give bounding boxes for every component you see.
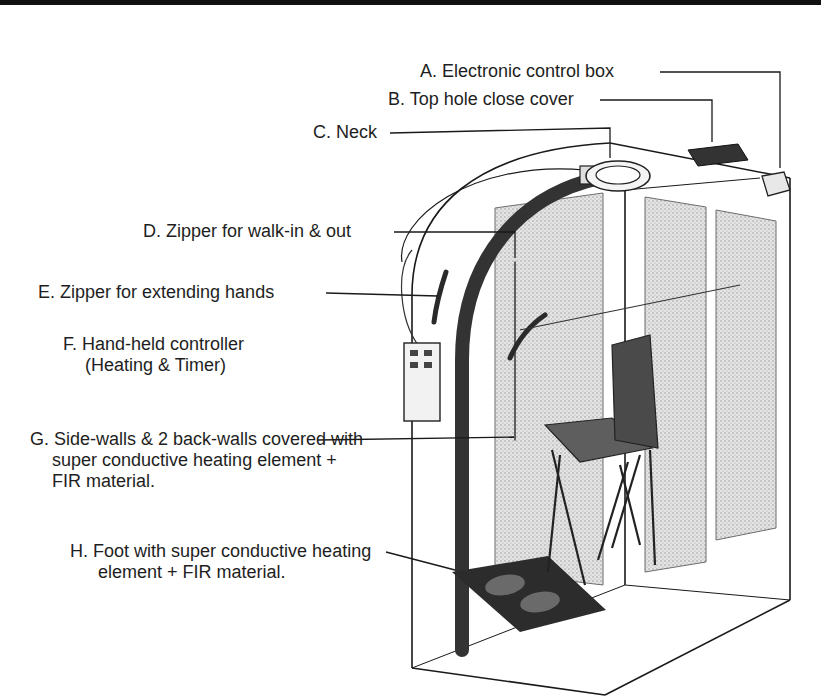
callout-label: A. Electronic control box <box>420 61 660 82</box>
leader-line <box>318 72 780 570</box>
top-band <box>0 0 821 5</box>
cord <box>520 285 740 330</box>
callout-label: D. Zipper for walk-in & out <box>143 221 393 242</box>
callout-label: F. Hand-held controller (Heating & Timer… <box>63 334 315 376</box>
control-box <box>762 172 790 196</box>
callout-label: B. Top hole close cover <box>388 89 598 110</box>
top-hole-cover <box>688 144 748 166</box>
hand-held-controller <box>404 343 440 421</box>
chair <box>545 335 658 585</box>
callout-label: C. Neck <box>313 122 388 143</box>
callout-label: E. Zipper for extending hands <box>38 282 323 303</box>
heating-panels <box>495 193 776 585</box>
foot-pad <box>452 556 606 632</box>
callout-label: G. Side-walls & 2 back-walls covered wit… <box>30 429 367 492</box>
zipper <box>434 262 545 440</box>
tent-frame <box>402 143 790 695</box>
neck-collar <box>580 161 650 191</box>
callout-label: H. Foot with super conductive heating el… <box>70 541 418 583</box>
cord <box>402 250 418 345</box>
